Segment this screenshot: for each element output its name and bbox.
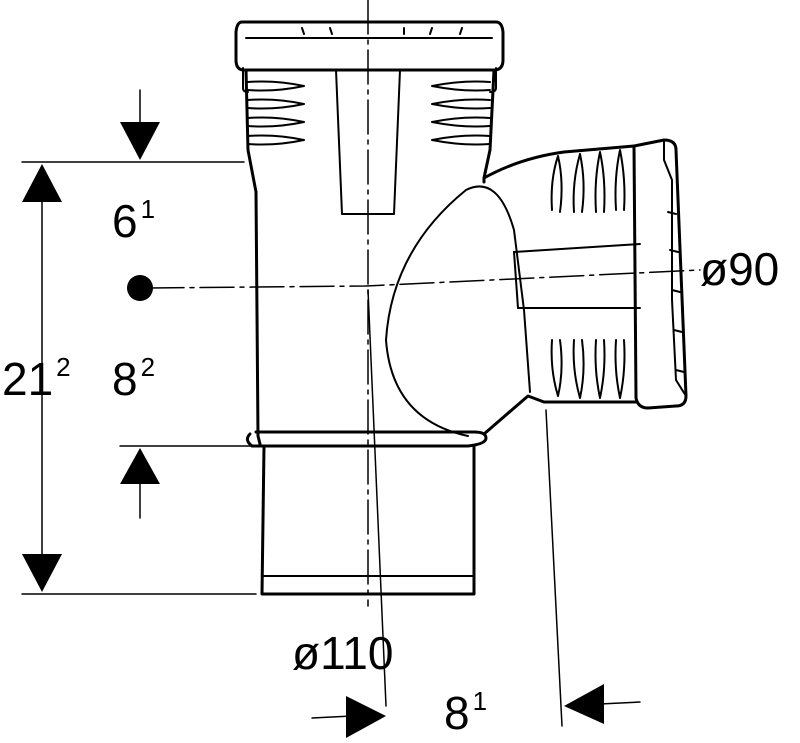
main-socket-collar bbox=[234, 20, 505, 194]
dim-arrow-total-down bbox=[22, 554, 62, 592]
dim-arrow-main-right bbox=[346, 696, 386, 738]
dim-arrow-top-down bbox=[120, 122, 160, 160]
dim-label-branch-diameter: ø90 bbox=[700, 243, 780, 295]
branch-body bbox=[385, 144, 641, 437]
main-socket-ribs bbox=[247, 27, 491, 215]
branch-socket-collar bbox=[632, 138, 688, 410]
center-point-marker bbox=[127, 275, 153, 301]
dim-arrow-branch-left bbox=[564, 684, 604, 724]
dimension-lines bbox=[21, 89, 641, 727]
branch-socket-ribs bbox=[550, 149, 626, 399]
dim-arrow-center-up bbox=[120, 448, 160, 484]
dim-arrow-total-up bbox=[22, 164, 62, 202]
centerlines bbox=[149, 0, 701, 707]
dim-label-main-diameter: ø110 bbox=[292, 627, 394, 679]
main-pipe-body bbox=[245, 176, 488, 596]
